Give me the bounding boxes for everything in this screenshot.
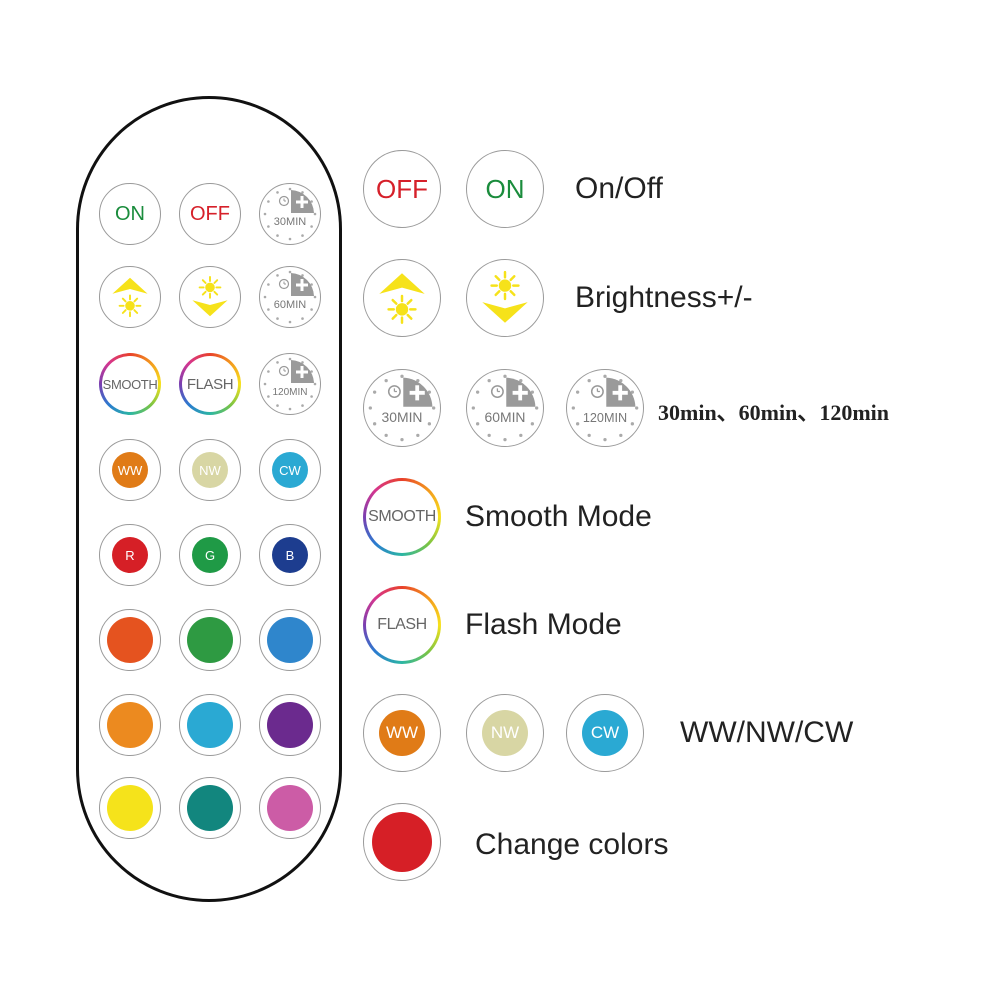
legend-timer-60-text: 60MIN bbox=[484, 409, 525, 425]
color-swatch bbox=[187, 702, 233, 748]
white-mode-description: WW/NW/CW bbox=[680, 716, 854, 749]
timer-120-text: 120MIN bbox=[272, 387, 307, 398]
legend-nw-button: NW bbox=[466, 694, 544, 772]
remote-color-pink-button[interactable] bbox=[259, 777, 321, 839]
remote-color-orange-red-button[interactable] bbox=[99, 609, 161, 671]
off-label: OFF bbox=[190, 203, 230, 225]
color-swatch bbox=[267, 617, 313, 663]
legend-timer-30-text: 30MIN bbox=[381, 409, 422, 425]
remote-cw-button[interactable]: CW bbox=[259, 439, 321, 501]
remote-color-purple-button[interactable] bbox=[259, 694, 321, 756]
remote-on-button[interactable]: ON bbox=[99, 183, 161, 245]
legend-smooth-label: SMOOTH bbox=[366, 481, 438, 553]
legend-nw-label: NW bbox=[482, 710, 528, 756]
remote-ww-button[interactable]: WW bbox=[99, 439, 161, 501]
change-colors-description: Change colors bbox=[475, 828, 669, 861]
legend-cw-label: CW bbox=[582, 710, 628, 756]
sun-down-icon bbox=[474, 267, 536, 329]
r-label: R bbox=[112, 537, 148, 573]
timer-description: 30min、60min、120min bbox=[658, 400, 890, 425]
legend-timer-120-text: 120MIN bbox=[583, 411, 627, 425]
legend-timer-30-button: 30MIN bbox=[363, 369, 441, 447]
remote-flash-button[interactable]: FLASH bbox=[179, 353, 241, 415]
timer-60-icon: 60MIN bbox=[467, 370, 543, 446]
legend-timer-60-button: 60MIN bbox=[466, 369, 544, 447]
timer-120-icon: 120MIN bbox=[567, 370, 643, 446]
timer-30-text: 30MIN bbox=[274, 216, 306, 228]
timer-30-icon: 30MIN bbox=[364, 370, 440, 446]
remote-color-cyan-button[interactable] bbox=[179, 694, 241, 756]
legend-brightness-down-button bbox=[466, 259, 544, 337]
legend-flash-label: FLASH bbox=[366, 589, 438, 661]
remote-brightness-up-button[interactable] bbox=[99, 266, 161, 328]
flash-label: FLASH bbox=[182, 356, 238, 412]
legend-on-label: ON bbox=[485, 174, 525, 204]
on-label: ON bbox=[115, 203, 145, 225]
color-swatch bbox=[187, 617, 233, 663]
timer-120-icon: 120MIN bbox=[260, 354, 320, 414]
legend-color-button bbox=[363, 803, 441, 881]
legend-on-button: ON bbox=[466, 150, 544, 228]
flash-description: Flash Mode bbox=[465, 608, 622, 641]
remote-timer-30-button[interactable]: 30MIN bbox=[259, 183, 321, 245]
remote-off-button[interactable]: OFF bbox=[179, 183, 241, 245]
smooth-description: Smooth Mode bbox=[465, 500, 652, 533]
remote-timer-60-button[interactable]: 60MIN bbox=[259, 266, 321, 328]
sun-up-icon bbox=[106, 273, 154, 321]
timer-30-icon: 30MIN bbox=[260, 184, 320, 244]
color-swatch bbox=[267, 702, 313, 748]
remote-color-blue-button[interactable] bbox=[259, 609, 321, 671]
remote-timer-120-button[interactable]: 120MIN bbox=[259, 353, 321, 415]
smooth-label: SMOOTH bbox=[102, 356, 158, 412]
cw-label: CW bbox=[272, 452, 308, 488]
legend-off-label: OFF bbox=[376, 174, 428, 204]
color-swatch bbox=[107, 785, 153, 831]
sun-up-icon bbox=[371, 267, 433, 329]
legend-smooth-button: SMOOTH bbox=[363, 478, 441, 556]
remote-color-yellow-button[interactable] bbox=[99, 777, 161, 839]
on-off-description: On/Off bbox=[575, 172, 663, 205]
legend-cw-button: CW bbox=[566, 694, 644, 772]
red-swatch bbox=[372, 812, 432, 872]
remote-nw-button[interactable]: NW bbox=[179, 439, 241, 501]
color-swatch bbox=[267, 785, 313, 831]
b-label: B bbox=[272, 537, 308, 573]
timer-60-icon: 60MIN bbox=[260, 267, 320, 327]
color-swatch bbox=[107, 702, 153, 748]
remote-blue-button[interactable]: B bbox=[259, 524, 321, 586]
remote-brightness-down-button[interactable] bbox=[179, 266, 241, 328]
legend-ww-button: WW bbox=[363, 694, 441, 772]
legend-timer-120-button: 120MIN bbox=[566, 369, 644, 447]
g-label: G bbox=[192, 537, 228, 573]
legend-brightness-up-button bbox=[363, 259, 441, 337]
remote-color-teal-button[interactable] bbox=[179, 777, 241, 839]
remote-red-button[interactable]: R bbox=[99, 524, 161, 586]
legend-flash-button: FLASH bbox=[363, 586, 441, 664]
legend-ww-label: WW bbox=[379, 710, 425, 756]
remote-color-green-button[interactable] bbox=[179, 609, 241, 671]
remote-smooth-button[interactable]: SMOOTH bbox=[99, 353, 161, 415]
remote-green-button[interactable]: G bbox=[179, 524, 241, 586]
nw-label: NW bbox=[192, 452, 228, 488]
ww-label: WW bbox=[112, 452, 148, 488]
brightness-description: Brightness+/- bbox=[575, 281, 753, 314]
timer-60-text: 60MIN bbox=[274, 299, 306, 311]
legend-off-button: OFF bbox=[363, 150, 441, 228]
color-swatch bbox=[107, 617, 153, 663]
color-swatch bbox=[187, 785, 233, 831]
remote-color-orange-button[interactable] bbox=[99, 694, 161, 756]
sun-down-icon bbox=[186, 273, 234, 321]
